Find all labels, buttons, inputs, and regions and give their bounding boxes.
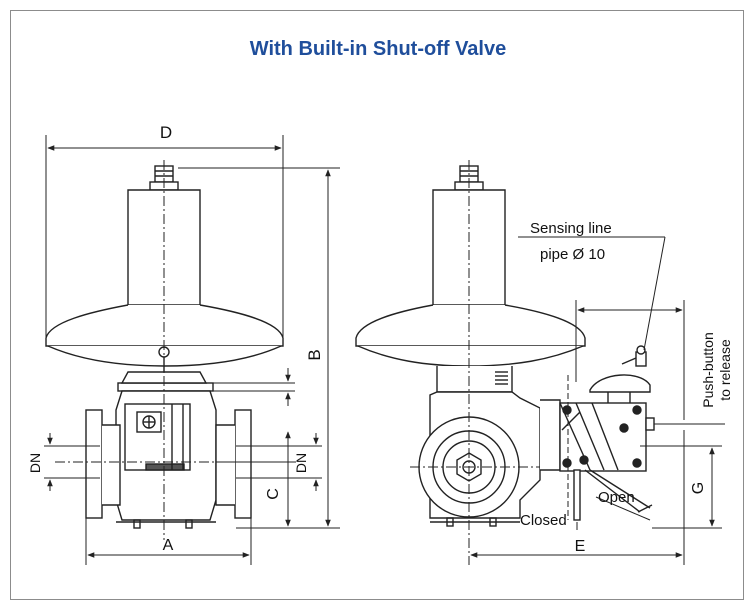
dim-DN-right	[236, 433, 322, 491]
dim-B	[178, 167, 340, 529]
label-G: G	[690, 482, 707, 494]
label-E: E	[575, 538, 586, 555]
label-sensing-pipe: pipe Ø 10	[540, 246, 605, 263]
label-open: Open	[598, 489, 635, 506]
dim-C	[216, 431, 296, 527]
dim-E	[470, 430, 685, 565]
label-DN-right: DN	[293, 453, 309, 473]
label-DN-left: DN	[27, 453, 43, 473]
figure-frame	[10, 10, 744, 600]
label-D: D	[160, 123, 172, 142]
label-A: A	[163, 537, 174, 554]
right-valve-view	[355, 165, 655, 527]
label-closed: Closed	[520, 512, 567, 529]
label-sensing-line: Sensing line	[530, 220, 612, 237]
label-push-button: Push-button	[700, 332, 716, 408]
dim-shutoff-width	[575, 300, 685, 420]
dim-plate	[213, 368, 295, 406]
dim-D	[45, 135, 284, 340]
sensing-line-leader	[518, 236, 666, 351]
label-C: C	[265, 488, 282, 500]
label-B: B	[305, 349, 324, 360]
figure-title: With Built-in Shut-off Valve	[249, 38, 507, 60]
dim-G	[640, 445, 722, 529]
open-closed-leaders	[576, 496, 651, 530]
dim-A	[85, 518, 252, 565]
label-to-release: to release	[717, 339, 733, 401]
dim-DN-left	[44, 433, 100, 491]
